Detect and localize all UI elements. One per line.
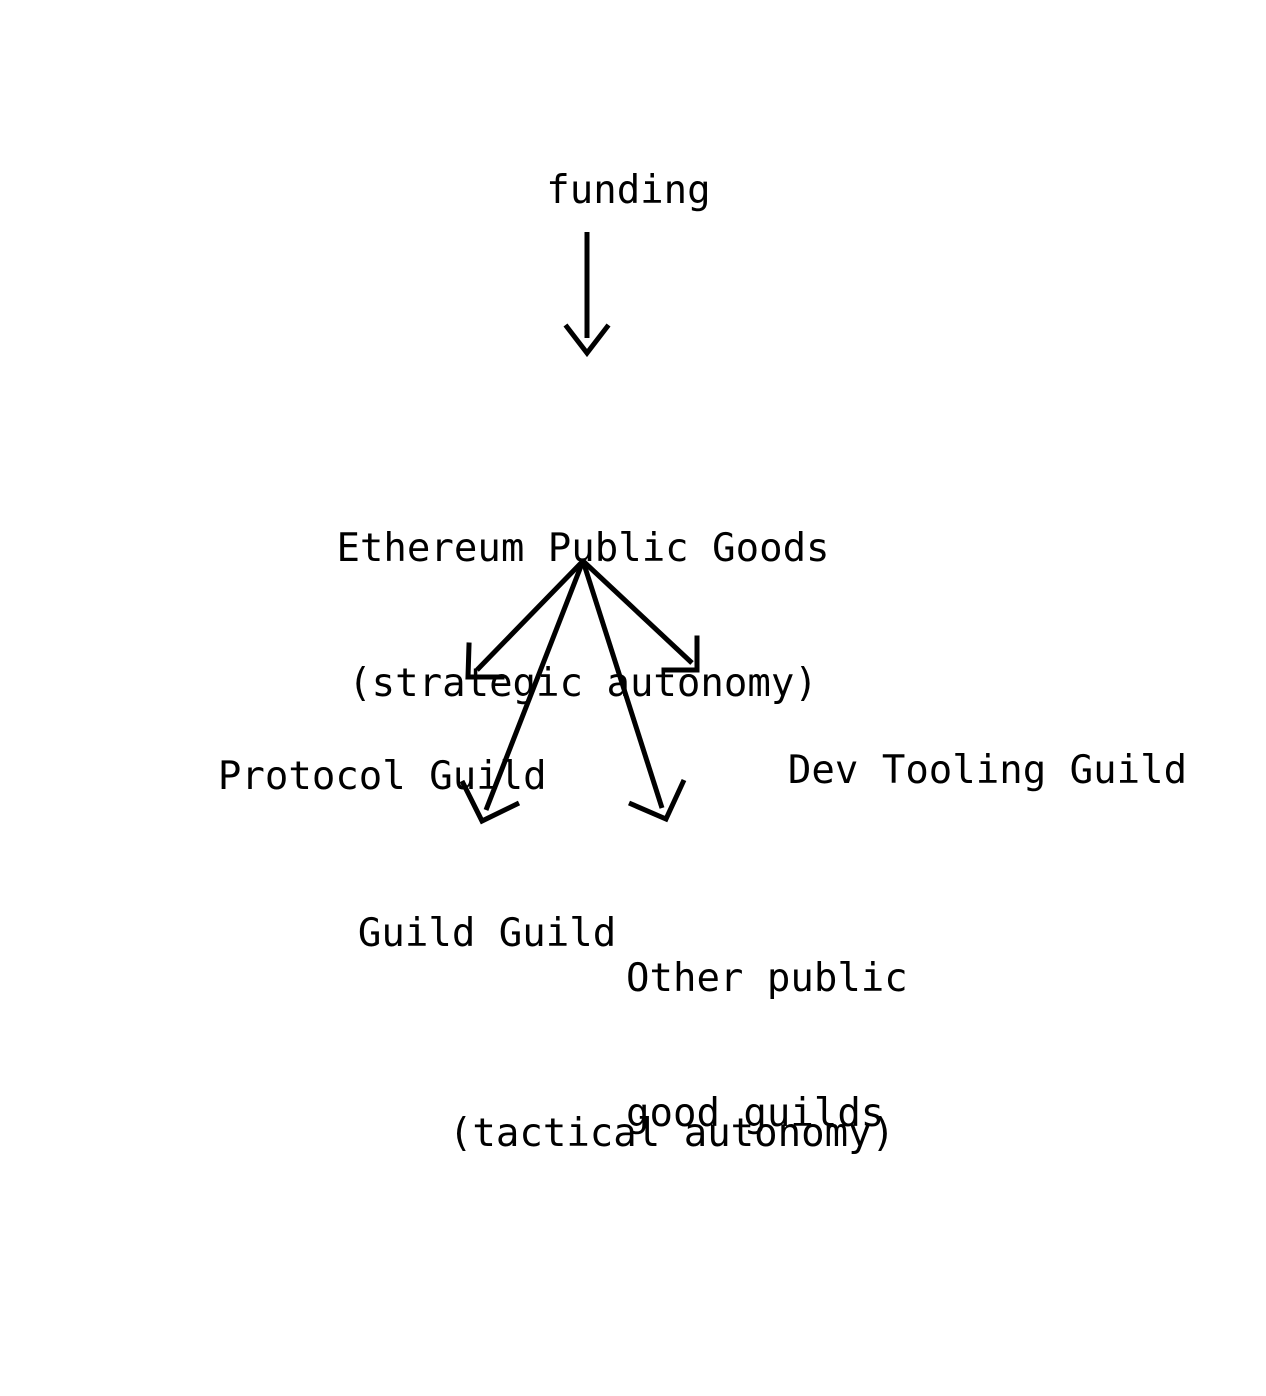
node-funding-label: funding — [546, 168, 711, 213]
node-public-goods: Ethereum Public Goods (strategic autonom… — [0, 436, 1166, 796]
node-other-guilds: Other public good guilds — [626, 866, 908, 1226]
node-dev-tooling-guild-label: Dev Tooling Guild — [787, 748, 1188, 793]
node-dev-tooling-guild: Dev Tooling Guild — [694, 703, 1187, 838]
node-tactical-autonomy: (tactical autonomy) — [355, 1066, 895, 1201]
node-public-goods-line2: (strategic autonomy) — [348, 661, 818, 706]
node-other-guilds-line2: good guilds — [626, 1091, 885, 1136]
node-guild-guild-label: Guild Guild — [357, 911, 617, 956]
node-funding: funding — [0, 123, 1163, 258]
node-public-goods-line1: Ethereum Public Goods — [336, 526, 830, 571]
node-protocol-guild-label: Protocol Guild — [217, 754, 547, 799]
node-guild-guild: Guild Guild — [264, 866, 616, 1001]
node-tactical-autonomy-label: (tactical autonomy) — [448, 1111, 896, 1156]
node-protocol-guild: Protocol Guild — [124, 709, 547, 844]
node-other-guilds-line1: Other public — [626, 956, 908, 1001]
